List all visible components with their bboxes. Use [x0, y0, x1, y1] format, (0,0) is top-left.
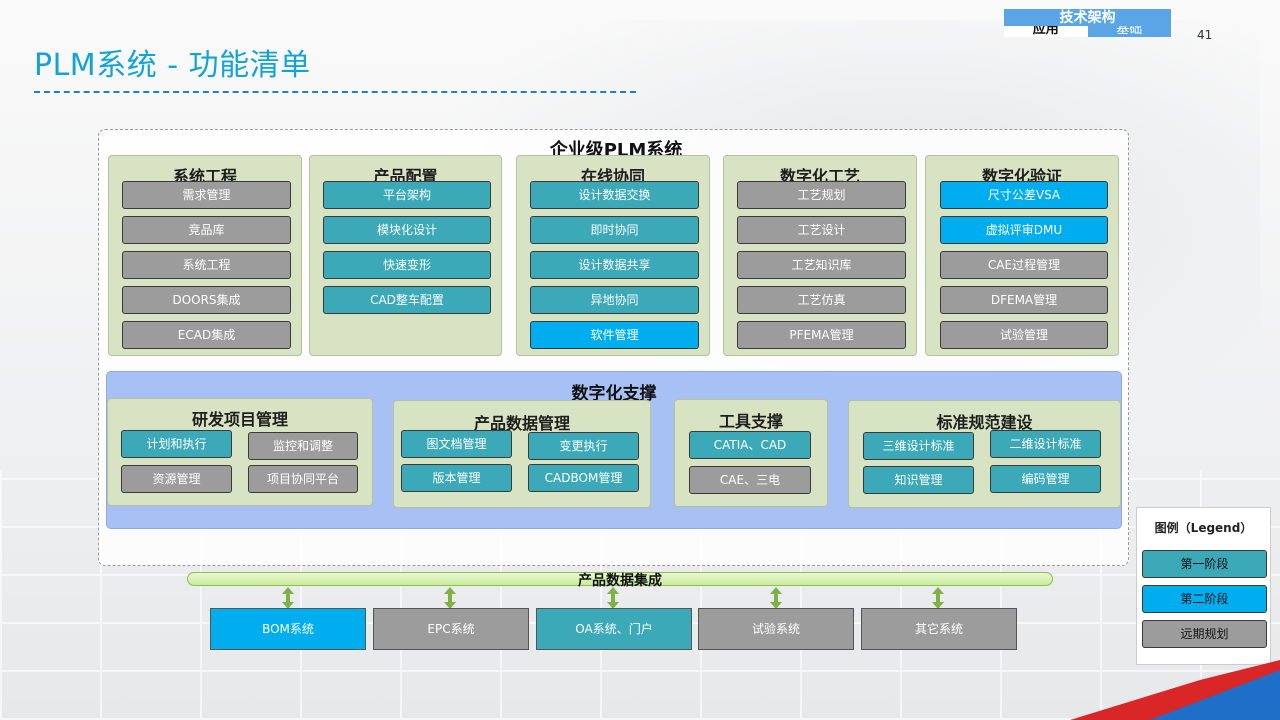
page-number: 41	[1197, 28, 1213, 42]
item-document-mgmt[interactable]: 图文档管理	[401, 430, 512, 458]
item-version-mgmt[interactable]: 版本管理	[401, 464, 512, 492]
digital-support-title: 数字化支撑	[571, 384, 657, 404]
item-design-data-exchange[interactable]: 设计数据交换	[530, 181, 699, 209]
tab-application[interactable]: 应用	[1004, 26, 1088, 37]
item-2d-design-standard[interactable]: 二维设计标准	[990, 430, 1101, 458]
item-cad-vehicle-config[interactable]: CAD整车配置	[323, 286, 491, 314]
corner-decoration	[1070, 660, 1280, 720]
item-3d-design-standard[interactable]: 三维设计标准	[863, 432, 974, 460]
item-process-design[interactable]: 工艺设计	[737, 216, 906, 244]
item-doors-integration[interactable]: DOORS集成	[122, 286, 291, 314]
double-arrow-icon	[444, 587, 456, 609]
item-pfema-mgmt[interactable]: PFEMA管理	[737, 321, 906, 349]
item-cae-process-mgmt[interactable]: CAE过程管理	[940, 251, 1108, 279]
group-title: 研发项目管理	[191, 410, 288, 429]
group-title: 产品数据管理	[473, 414, 570, 433]
legend-future-plan: 远期规划	[1142, 620, 1267, 648]
item-process-knowledge[interactable]: 工艺知识库	[737, 251, 906, 279]
group-title: 标准规范建设	[936, 413, 1033, 432]
item-ecad-integration[interactable]: ECAD集成	[122, 321, 291, 349]
item-resource-mgmt[interactable]: 资源管理	[121, 465, 232, 493]
system-bom[interactable]: BOM系统	[210, 608, 366, 650]
item-remote-collab[interactable]: 异地协同	[530, 286, 699, 314]
page-title: PLM系统 - 功能清单	[34, 48, 311, 83]
item-competitor-library[interactable]: 竞品库	[122, 216, 291, 244]
item-plan-execute[interactable]: 计划和执行	[121, 430, 232, 458]
double-arrow-icon	[770, 587, 782, 609]
item-dimension-tolerance-vsa[interactable]: 尺寸公差VSA	[940, 181, 1108, 209]
double-arrow-icon	[932, 587, 944, 609]
item-design-data-sharing[interactable]: 设计数据共享	[530, 251, 699, 279]
item-instant-collab[interactable]: 即时协同	[530, 216, 699, 244]
item-virtual-review-dmu[interactable]: 虚拟评审DMU	[940, 216, 1108, 244]
double-arrow-icon	[607, 587, 619, 609]
item-system-engineering[interactable]: 系统工程	[122, 251, 291, 279]
item-change-execution[interactable]: 变更执行	[528, 432, 639, 460]
item-process-planning[interactable]: 工艺规划	[737, 181, 906, 209]
item-cadbom-mgmt[interactable]: CADBOM管理	[528, 464, 639, 492]
tab-tech-architecture[interactable]: 技术架构	[1004, 9, 1171, 26]
double-arrow-icon	[282, 587, 294, 609]
system-test[interactable]: 试验系统	[698, 608, 854, 650]
section-tabs: 技术架构 应用 基础	[1004, 9, 1171, 37]
system-oa-portal[interactable]: OA系统、门户	[536, 608, 692, 650]
item-software-mgmt[interactable]: 软件管理	[530, 321, 699, 349]
item-coding-mgmt[interactable]: 编码管理	[990, 465, 1101, 493]
system-other[interactable]: 其它系统	[861, 608, 1017, 650]
tab-foundation[interactable]: 基础	[1087, 26, 1171, 37]
item-platform-architecture[interactable]: 平台架构	[323, 181, 491, 209]
legend-phase-two: 第二阶段	[1142, 585, 1267, 613]
item-cae-three-electric[interactable]: CAE、三电	[689, 466, 811, 494]
item-test-mgmt[interactable]: 试验管理	[940, 321, 1108, 349]
title-divider	[34, 91, 636, 93]
item-rapid-morphing[interactable]: 快速变形	[323, 251, 491, 279]
item-monitor-adjust[interactable]: 监控和调整	[248, 432, 358, 460]
item-knowledge-mgmt[interactable]: 知识管理	[863, 466, 974, 494]
item-process-simulation[interactable]: 工艺仿真	[737, 286, 906, 314]
item-project-collab-platform[interactable]: 项目协同平台	[248, 465, 358, 493]
item-dfema-mgmt[interactable]: DFEMA管理	[940, 286, 1108, 314]
item-requirements-mgmt[interactable]: 需求管理	[122, 181, 291, 209]
item-catia-cad[interactable]: CATIA、CAD	[689, 431, 811, 459]
product-data-integration-bar	[187, 572, 1053, 586]
system-epc[interactable]: EPC系统	[373, 608, 529, 650]
legend-phase-one: 第一阶段	[1142, 550, 1267, 578]
item-modular-design[interactable]: 模块化设计	[323, 216, 491, 244]
integration-title: 产品数据集成	[578, 573, 662, 589]
group-title: 工具支撑	[718, 412, 783, 431]
legend-title: 图例（Legend）	[1154, 521, 1253, 535]
legend-panel: 图例（Legend） 第一阶段 第二阶段 远期规划	[1136, 507, 1271, 665]
